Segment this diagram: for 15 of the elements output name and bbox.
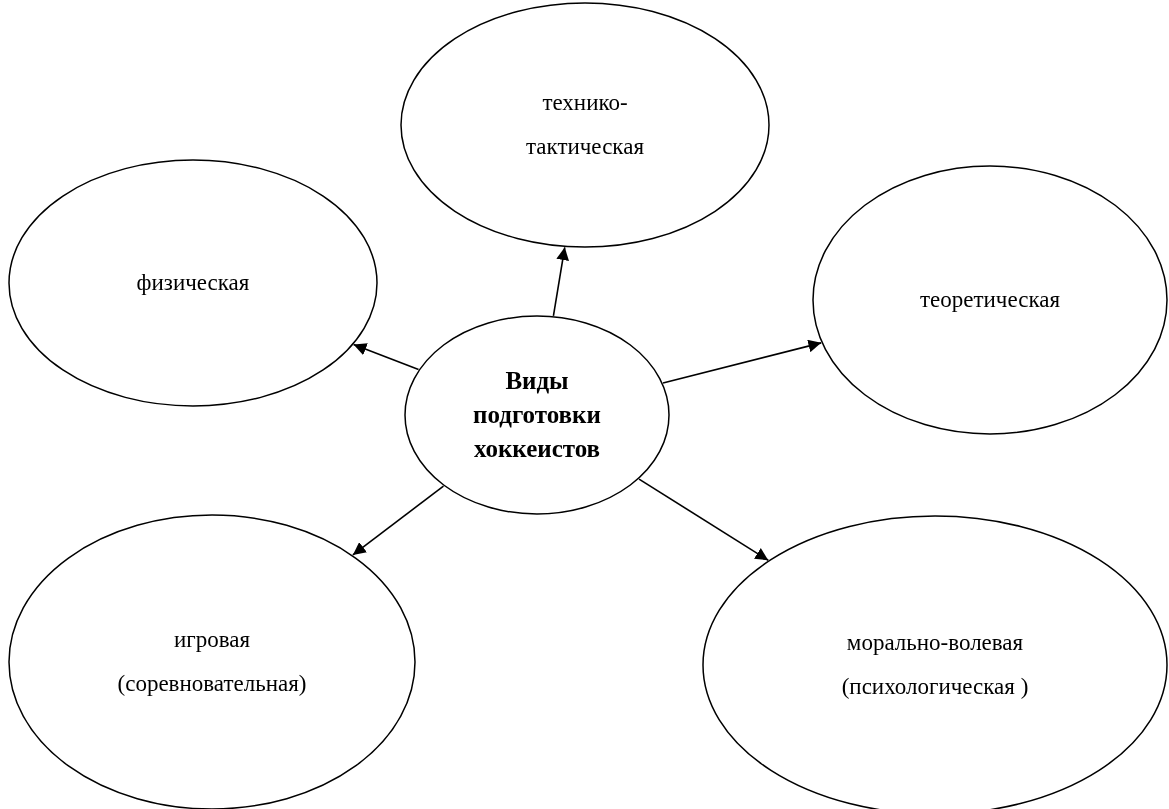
arrow (352, 343, 420, 371)
center-title: Виды подготовки хоккеистов (472, 366, 602, 464)
node-label: физическая (135, 269, 251, 298)
arrow (352, 485, 445, 556)
ellipse-node (8, 159, 378, 407)
ellipse-node (404, 315, 670, 515)
node-label: технико- тактическая (525, 89, 645, 161)
node-label: морально-волевая (психологическая ) (840, 629, 1030, 701)
ellipse-node (812, 165, 1168, 435)
arrow (638, 478, 770, 562)
ellipse-node (400, 2, 770, 248)
arrow (662, 339, 822, 384)
node-label: теоретическая (919, 286, 1061, 315)
node-label: игровая (соревновательная) (116, 626, 308, 698)
arrow (552, 246, 569, 317)
